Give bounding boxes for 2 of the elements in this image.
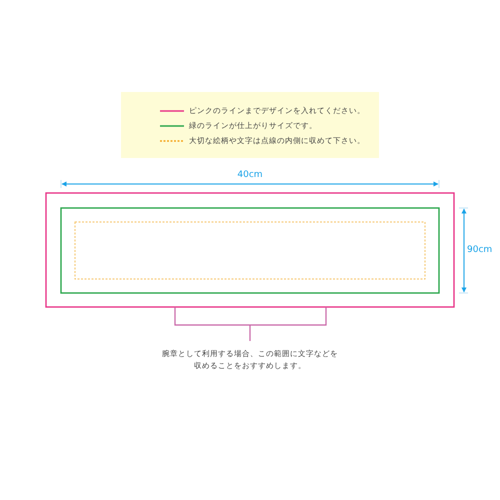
dimension-label: 90cm — [467, 245, 492, 255]
dimension-label: 40cm — [236, 170, 264, 180]
